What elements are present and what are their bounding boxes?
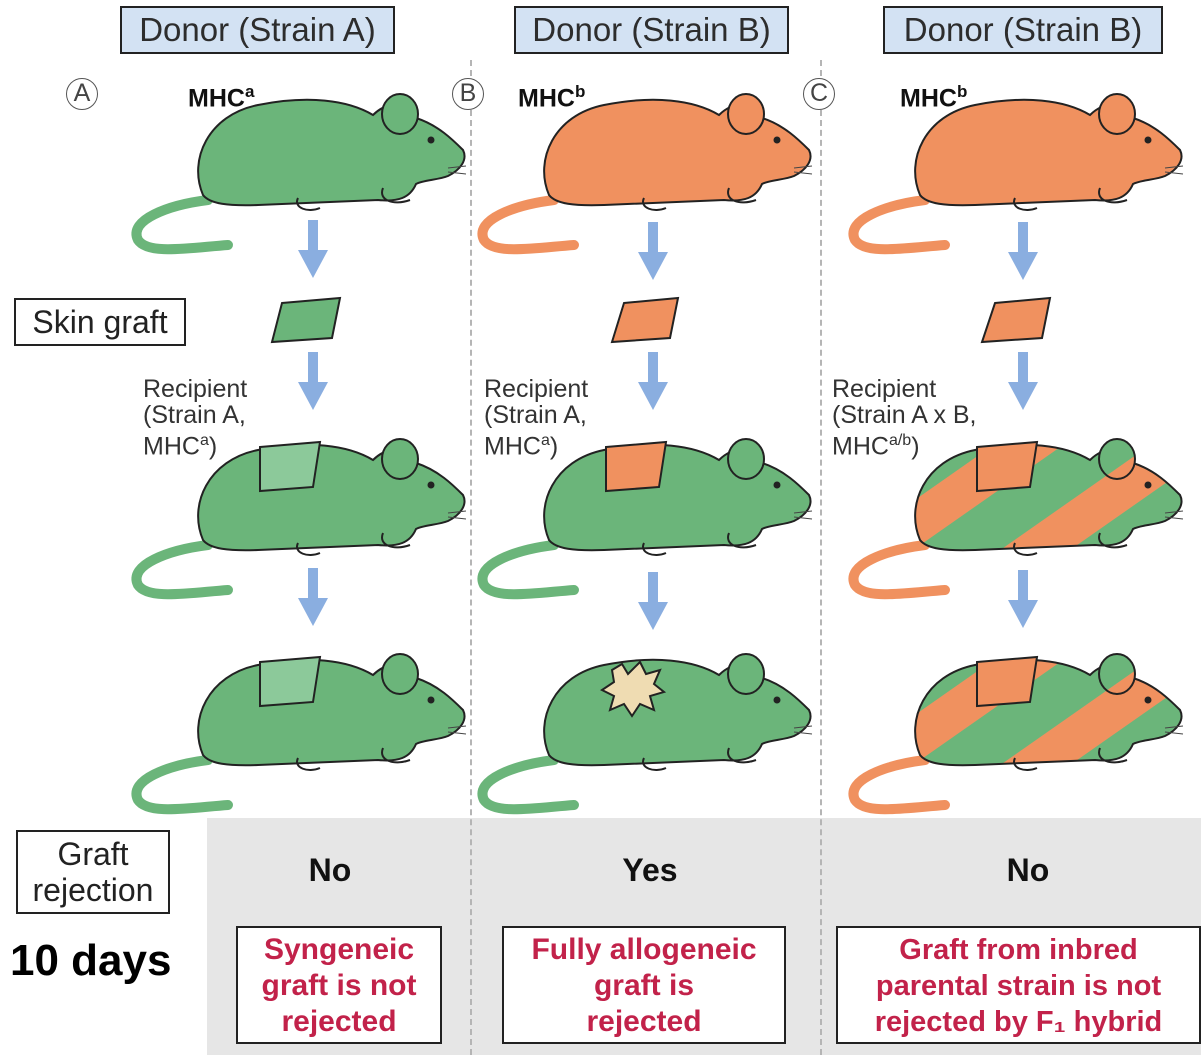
rejection-outcome-b: Yes bbox=[590, 852, 710, 889]
arrow-icon bbox=[638, 572, 668, 630]
skin-graft-c bbox=[982, 298, 1050, 342]
arrow-icon bbox=[638, 222, 668, 280]
result-box-b: Fully allogeneic graft is rejected bbox=[502, 926, 786, 1044]
arrow-icon bbox=[298, 220, 328, 278]
arrow-icon bbox=[638, 352, 668, 410]
skin-graft-a bbox=[272, 298, 340, 342]
arrow-icon bbox=[1008, 222, 1038, 280]
outcome-mouse-a bbox=[136, 654, 466, 809]
rejection-outcome-c: No bbox=[968, 852, 1088, 889]
donor-mouse-a bbox=[136, 94, 466, 249]
rejection-outcome-a: No bbox=[270, 852, 390, 889]
time-label: 10 days bbox=[10, 936, 171, 986]
arrow-icon bbox=[1008, 570, 1038, 628]
outcome-mouse-c bbox=[853, 654, 1183, 809]
result-box-a: Syngeneic graft is not rejected bbox=[236, 926, 442, 1044]
arrow-icon bbox=[298, 568, 328, 626]
skin-graft-b bbox=[612, 298, 678, 342]
arrow-icon bbox=[1008, 352, 1038, 410]
arrow-icon bbox=[298, 352, 328, 410]
recipient-mouse-a bbox=[136, 439, 466, 594]
result-box-c: Graft from inbred parental strain is not… bbox=[836, 926, 1201, 1044]
donor-mouse-b bbox=[482, 94, 812, 249]
outcome-mouse-b bbox=[482, 654, 812, 809]
recipient-mouse-b bbox=[482, 439, 812, 594]
